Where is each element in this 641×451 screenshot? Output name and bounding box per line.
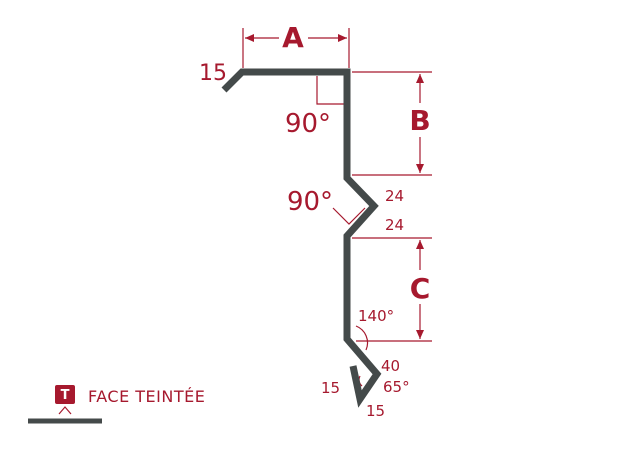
dimension-c: C: [352, 237, 432, 342]
dimension-b: B: [352, 71, 432, 176]
right-angle-marker-top: [316, 76, 345, 105]
legend-painted-face: T FACE TEINTÉE: [28, 385, 205, 424]
dimension-a-label: A: [282, 21, 304, 54]
dimension-c-label: C: [410, 272, 431, 305]
angle-label-lower-bend: 140°: [358, 307, 394, 325]
right-angle-marker-step: [332, 207, 366, 225]
painted-face-badge: [55, 385, 75, 404]
painted-face-pointer-icon: [58, 406, 72, 415]
measurement-step-bottom: 24: [385, 216, 404, 234]
dimension-b-label: B: [409, 104, 430, 137]
angle-arc-140: [355, 325, 369, 351]
measurement-step-top: 24: [385, 187, 404, 205]
measurement-hook-left: 15: [321, 379, 340, 397]
measurement-top-left-lip: 15: [199, 61, 227, 86]
painted-face-badge-letter: T: [61, 388, 70, 403]
dimension-a: A: [242, 21, 350, 68]
painted-face-label: FACE TEINTÉE: [88, 387, 205, 406]
angle-label-top-corner: 90°: [285, 109, 331, 139]
angle-label-hook: 65°: [383, 378, 410, 396]
measurement-hook-bottom: 15: [366, 402, 385, 420]
metal-flashing-profile: [221, 68, 382, 408]
angle-label-mid-step: 90°: [287, 187, 333, 217]
measurement-hook-outer: 40: [381, 357, 400, 375]
